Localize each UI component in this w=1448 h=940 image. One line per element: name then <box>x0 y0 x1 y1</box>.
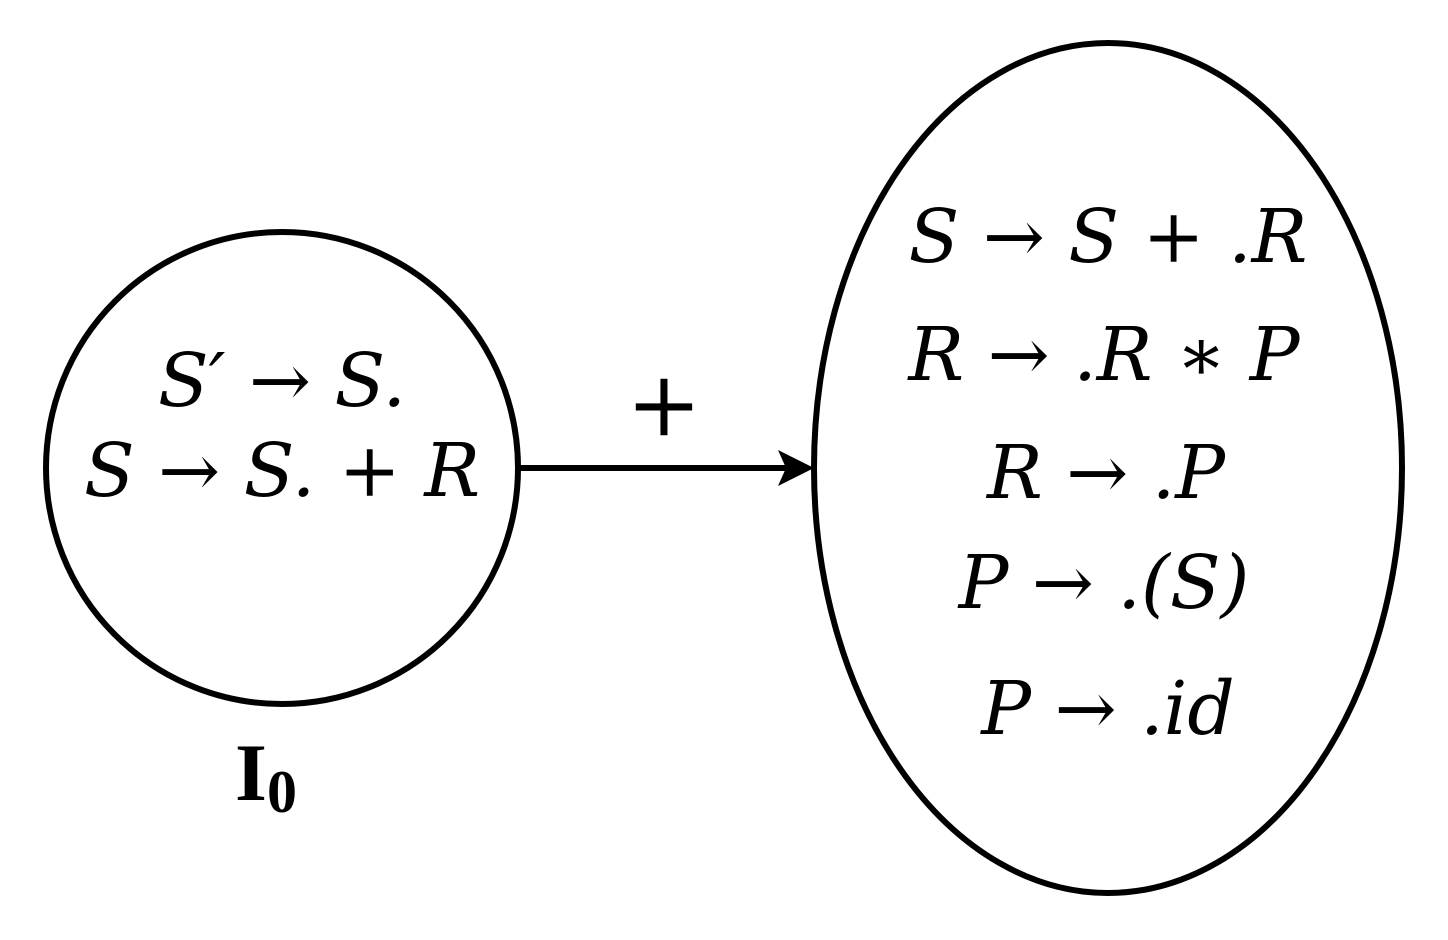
state-goto-item: R → .R ∗ P <box>906 312 1300 398</box>
state-goto: S → S + .R R → .R ∗ P R → .P P → .(S) P … <box>811 40 1405 896</box>
state-goto-item: R → .P <box>985 430 1226 516</box>
transition-edge: + <box>518 352 814 486</box>
state-i0-item: S′ → S. <box>158 338 406 424</box>
state-i0: S′ → S. S → S. + R <box>43 229 521 707</box>
state-goto-item: S → S + .R <box>909 194 1308 280</box>
state-i0-item: S → S. + R <box>84 428 480 514</box>
state-goto-ellipse <box>811 40 1405 896</box>
state-goto-item: P → .(S) <box>957 540 1250 626</box>
state-goto-item: P → .id <box>979 666 1234 752</box>
state-i0-label: I0 <box>235 727 297 825</box>
transition-symbol: + <box>626 352 701 457</box>
transition-arrowhead <box>778 450 814 486</box>
